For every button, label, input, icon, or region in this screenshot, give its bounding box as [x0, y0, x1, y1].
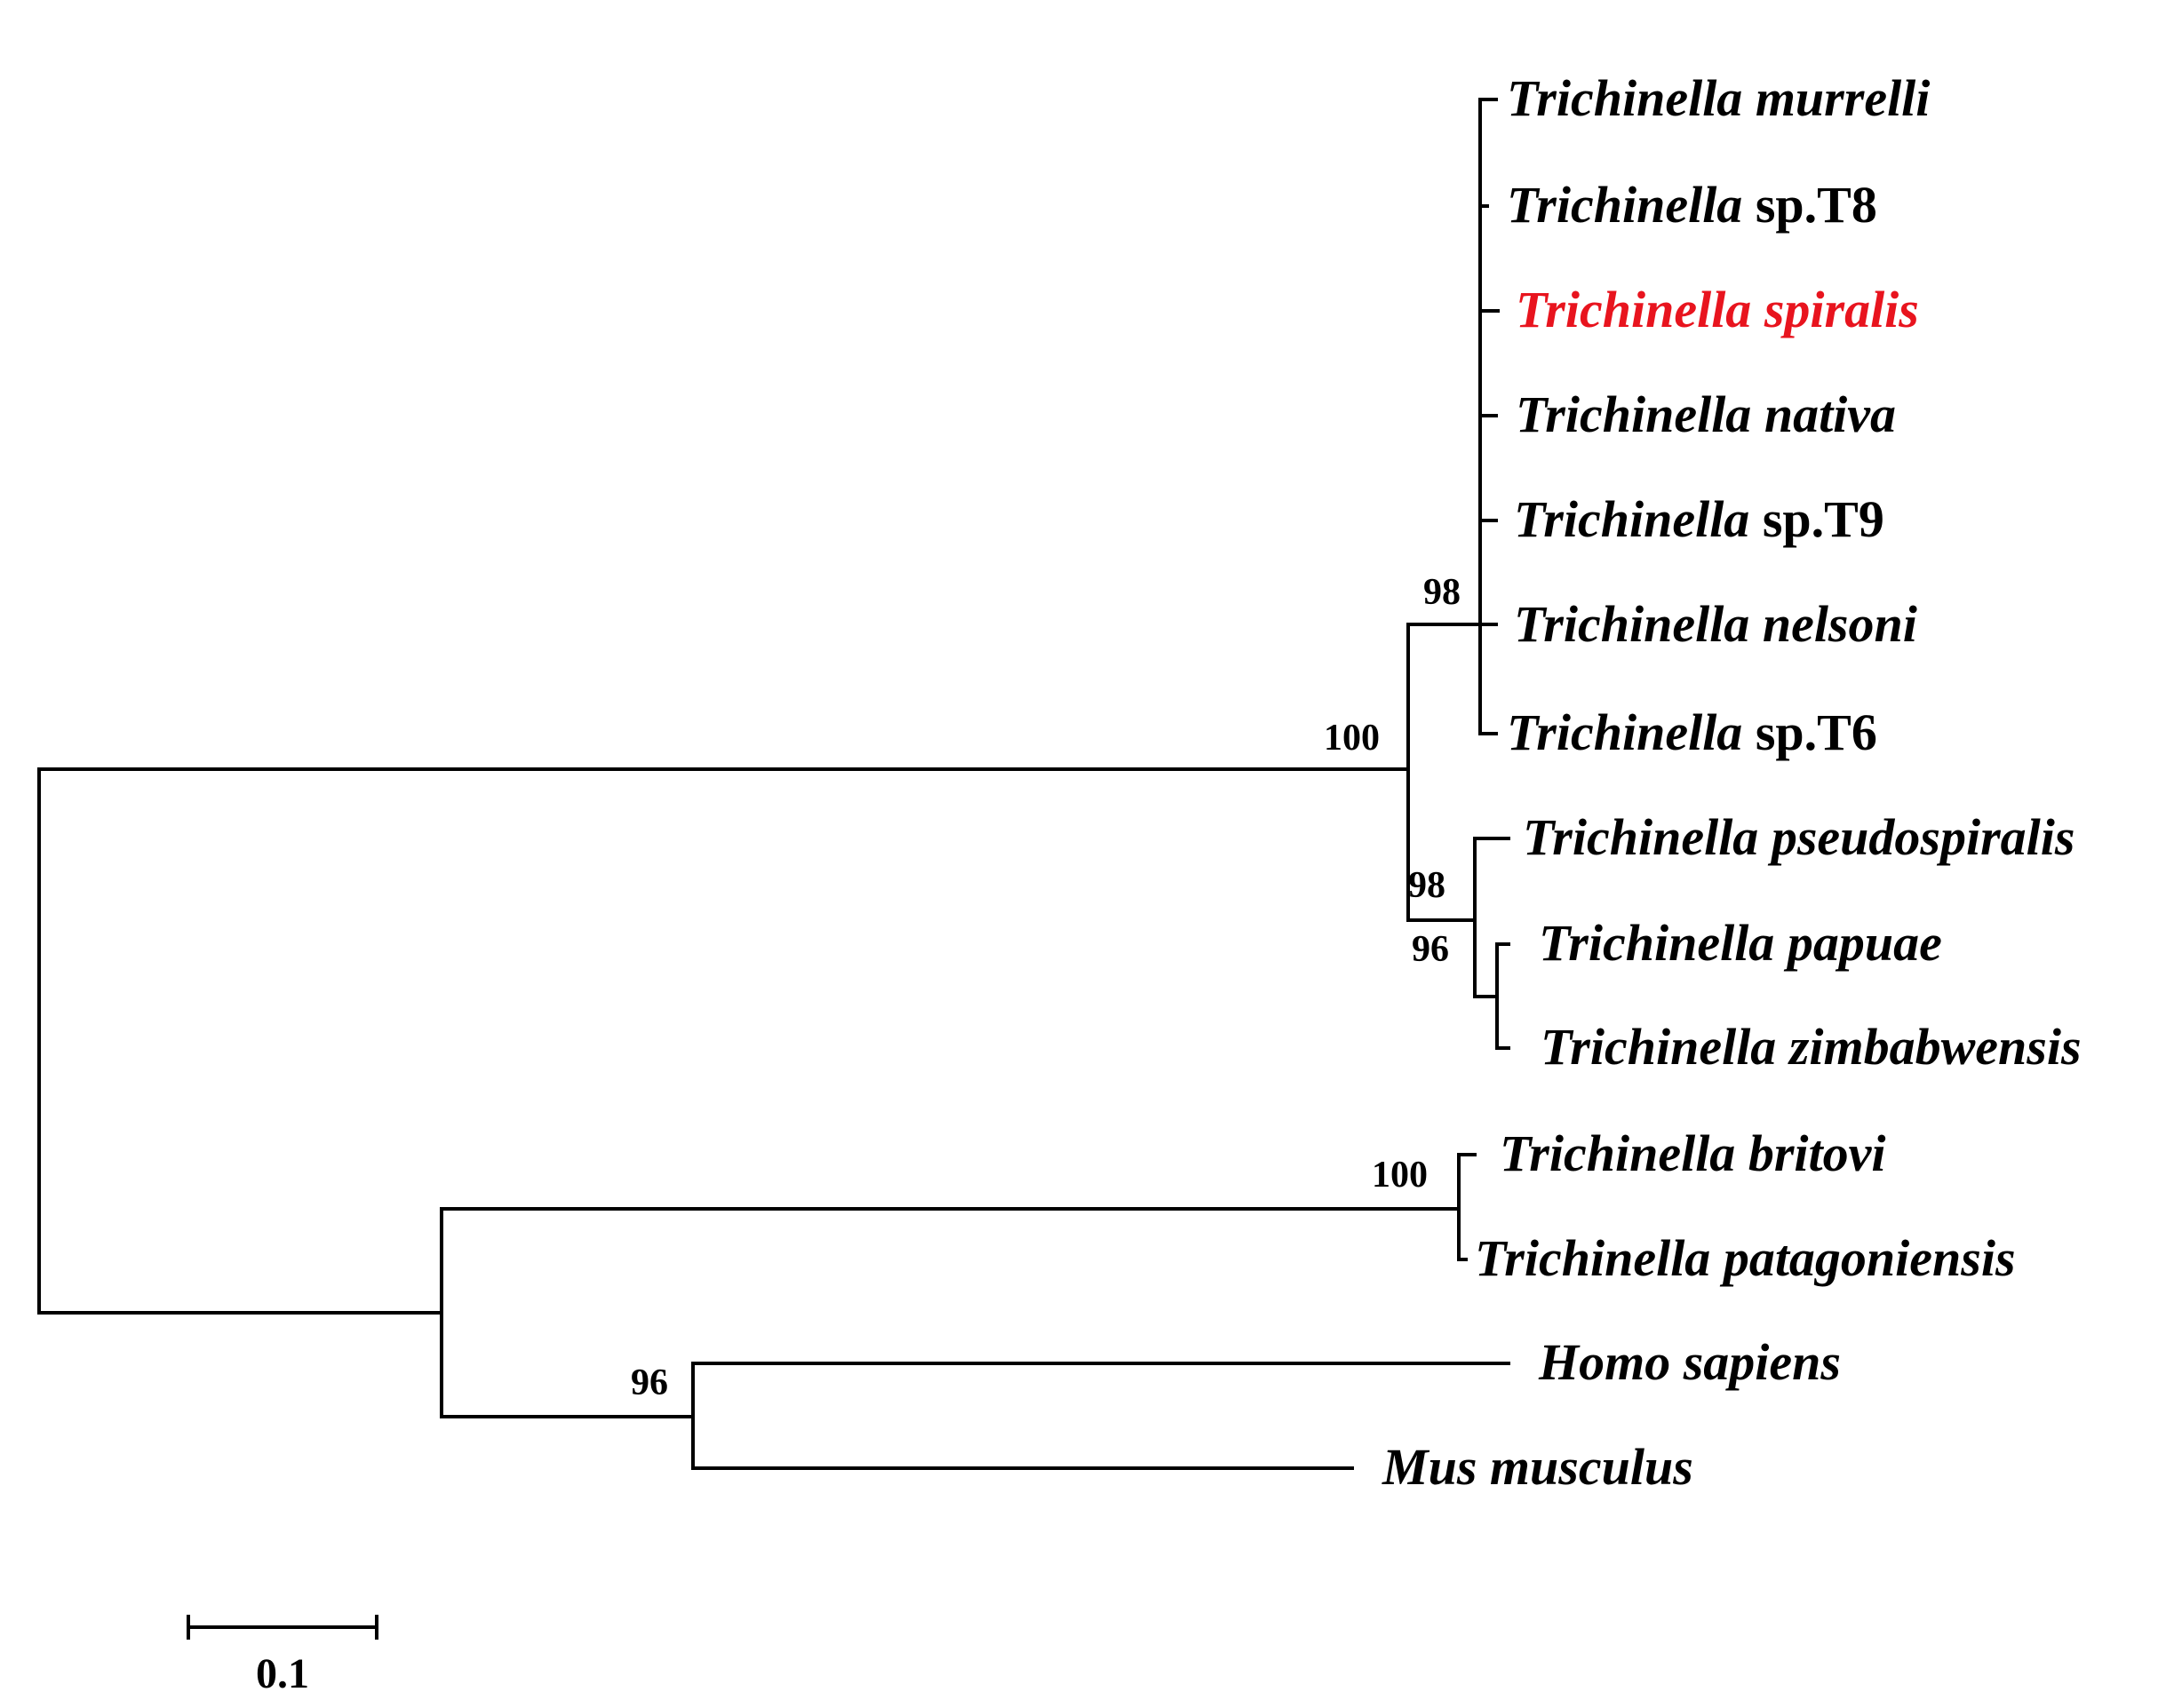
taxon-species: sp.T8 — [1742, 176, 1877, 234]
bootstrap-value: 96 — [1412, 929, 1449, 970]
taxon-label: Trichinella zimbabwensis — [1541, 1018, 2082, 1076]
taxon-species: nelsoni — [1749, 595, 1917, 653]
taxon-label: Trichinella papuae — [1539, 914, 1942, 972]
scale-bar: 0.1 — [187, 1615, 378, 1697]
taxon-species: pseudospiralis — [1758, 808, 2074, 866]
taxon-genus: Trichinella — [1514, 595, 1749, 653]
taxon-label: Trichinella nativa — [1516, 385, 1896, 443]
taxon-label: Trichinella sp.T9 — [1514, 490, 1884, 548]
taxon-genus: Trichinella — [1523, 808, 1758, 866]
taxon-species: nativa — [1751, 385, 1896, 443]
taxon-label: Trichinella pseudospiralis — [1523, 808, 2074, 866]
taxon-genus: Trichinella — [1539, 914, 1774, 972]
taxon-genus: Trichinella — [1541, 1018, 1776, 1076]
taxon-species: zimbabwensis — [1776, 1018, 2081, 1076]
taxon-label: Mus musculus — [1382, 1438, 1693, 1496]
taxon-genus: Homo — [1538, 1333, 1670, 1391]
taxon-genus: Trichinella — [1507, 69, 1742, 127]
taxon-species: sp.T6 — [1742, 703, 1877, 761]
bootstrap-labels: 98 100 98 96 100 96 — [631, 572, 1461, 1403]
bootstrap-value: 98 — [1423, 572, 1461, 613]
taxon-label: Trichinella nelsoni — [1514, 595, 1917, 653]
taxon-genus: Trichinella — [1514, 490, 1749, 548]
taxon-species: britovi — [1735, 1124, 1885, 1182]
taxon-species: sp.T9 — [1749, 490, 1884, 548]
taxon-genus: Trichinella — [1516, 281, 1751, 338]
taxon-genus: Trichinella — [1507, 703, 1742, 761]
taxon-species: sapiens — [1670, 1333, 1841, 1391]
bootstrap-value: 98 — [1408, 865, 1445, 906]
taxon-genus: Trichinella — [1507, 176, 1742, 234]
bootstrap-value: 100 — [1372, 1155, 1428, 1196]
taxon-label: Trichinella spiralis — [1516, 281, 1919, 338]
taxon-label: Trichinella patagoniensis — [1475, 1229, 2016, 1287]
scale-bar-label: 0.1 — [256, 1650, 309, 1697]
taxon-species: murrelli — [1742, 69, 1930, 127]
bootstrap-value: 96 — [631, 1362, 668, 1403]
tree-branches — [37, 98, 1510, 1470]
taxon-genus: Trichinella — [1475, 1229, 1710, 1287]
taxon-genus: Mus — [1382, 1438, 1477, 1496]
bootstrap-value: 100 — [1324, 718, 1380, 759]
taxon-genus: Trichinella — [1500, 1124, 1735, 1182]
taxon-label: Homo sapiens — [1538, 1333, 1841, 1391]
taxon-species: patagoniensis — [1710, 1229, 2015, 1287]
taxon-label: Trichinella sp.T8 — [1507, 176, 1877, 234]
taxon-species: spiralis — [1751, 281, 1919, 338]
taxon-label: Trichinella sp.T6 — [1507, 703, 1877, 761]
taxon-label: Trichinella murrelli — [1507, 69, 1930, 127]
taxon-species: papuae — [1774, 914, 1942, 972]
taxon-species: musculus — [1477, 1438, 1692, 1496]
taxon-genus: Trichinella — [1516, 385, 1751, 443]
taxon-label: Trichinella britovi — [1500, 1124, 1885, 1182]
taxon-labels: Trichinella murrelli Trichinella sp.T8 T… — [1382, 69, 2082, 1496]
